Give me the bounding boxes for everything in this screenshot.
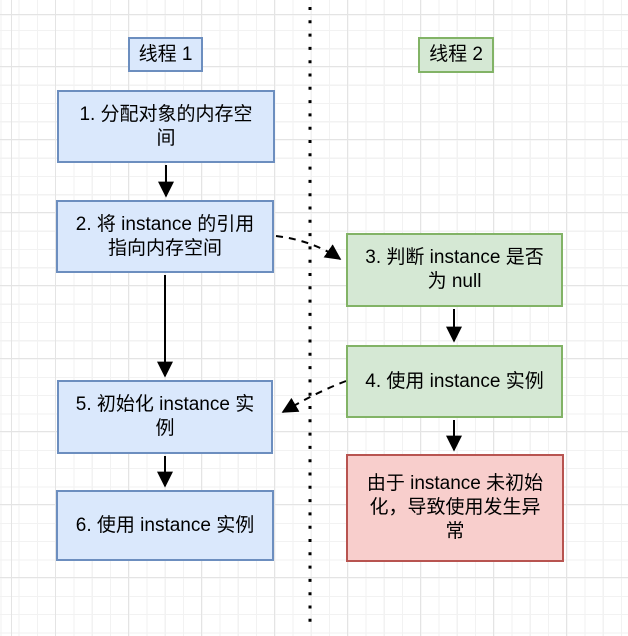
node-error-uninitialized-exception: 由于 instance 未初始 化，导致使用发生异 常 xyxy=(346,454,564,562)
thread1-label: 线程 1 xyxy=(128,37,203,72)
node-step6-use-instance: 6. 使用 instance 实例 xyxy=(56,490,274,561)
dashed-arrow-step2-step3 xyxy=(275,235,342,260)
node-step1-allocate-memory: 1. 分配对象的内存空 间 xyxy=(57,90,275,163)
node-step3-check-null: 3. 判断 instance 是否 为 null xyxy=(346,233,563,307)
dashed-arrow-step4-step5 xyxy=(281,380,347,413)
node-step4-use-instance: 4. 使用 instance 实例 xyxy=(346,345,563,418)
node-step5-initialize-instance: 5. 初始化 instance 实 例 xyxy=(57,380,273,454)
node-step2-point-reference: 2. 将 instance 的引用 指向内存空间 xyxy=(56,200,274,273)
thread2-label: 线程 2 xyxy=(418,37,494,73)
